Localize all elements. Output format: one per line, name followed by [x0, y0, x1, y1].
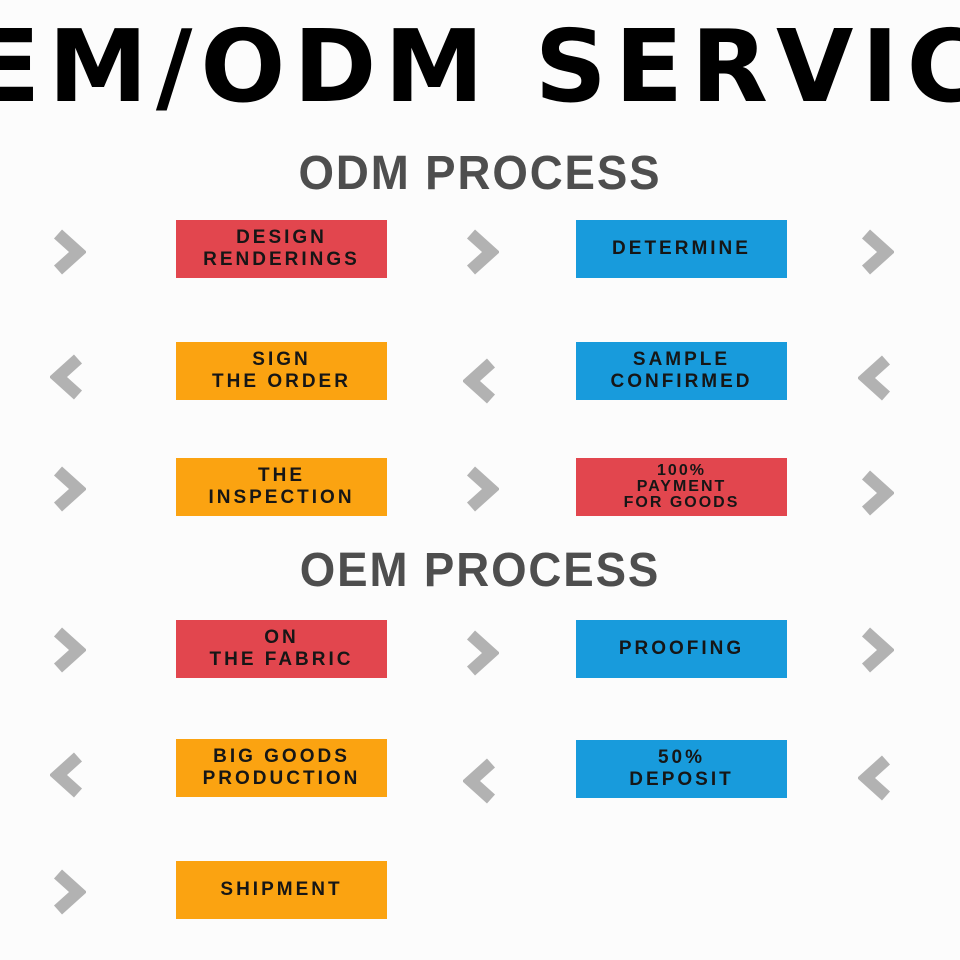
chevron-right-icon — [858, 470, 894, 516]
step-box-determine: DETERMINE — [576, 220, 787, 278]
page-title: EM/ODM SERVIC — [0, 8, 960, 125]
chevron-left-icon — [858, 755, 894, 801]
chevron-left-icon — [50, 354, 86, 400]
chevron-right-icon — [858, 229, 894, 275]
step-box-big-goods-production: BIG GOODS PRODUCTION — [176, 739, 387, 797]
step-box-the-inspection: THE INSPECTION — [176, 458, 387, 516]
step-box-sign-the-order: SIGN THE ORDER — [176, 342, 387, 400]
step-box-proofing: PROOFING — [576, 620, 787, 678]
section-heading-oem: OEM PROCESS — [299, 544, 661, 597]
chevron-right-icon — [463, 630, 499, 676]
chevron-right-icon — [50, 229, 86, 275]
step-box-100-payment-for-goods: 100% PAYMENT FOR GOODS — [576, 458, 787, 516]
chevron-left-icon — [463, 358, 499, 404]
step-box-design-renderings: DESIGN RENDERINGS — [176, 220, 387, 278]
chevron-right-icon — [463, 466, 499, 512]
chevron-right-icon — [50, 627, 86, 673]
chevron-right-icon — [50, 466, 86, 512]
step-box-sample-confirmed: SAMPLE CONFIRMED — [576, 342, 787, 400]
chevron-left-icon — [50, 752, 86, 798]
chevron-left-icon — [463, 758, 499, 804]
step-box-50-deposit: 50% DEPOSIT — [576, 740, 787, 798]
chevron-right-icon — [463, 229, 499, 275]
chevron-right-icon — [858, 627, 894, 673]
chevron-right-icon — [50, 869, 86, 915]
step-box-on-the-fabric: ON THE FABRIC — [176, 620, 387, 678]
section-heading-odm: ODM PROCESS — [298, 147, 662, 200]
step-box-shipment: SHIPMENT — [176, 861, 387, 919]
chevron-left-icon — [858, 355, 894, 401]
